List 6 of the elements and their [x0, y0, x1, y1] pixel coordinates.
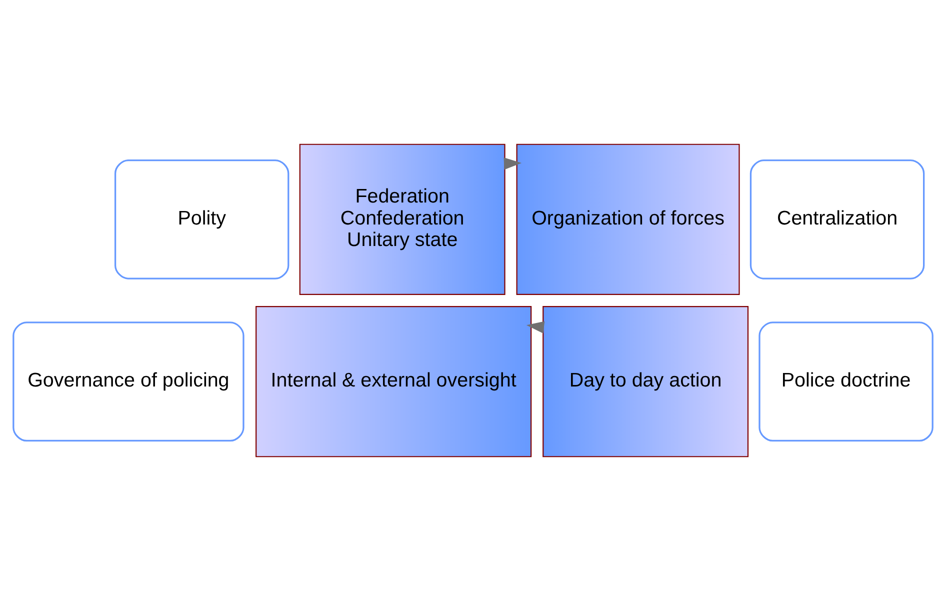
node-box: Centralization — [750, 158, 925, 279]
node-box: Polity — [114, 158, 290, 279]
node-box: Governance of policing — [12, 321, 244, 442]
node-box: Organization of forces — [516, 143, 740, 295]
node-box: Police doctrine — [758, 321, 934, 442]
node-box: Internal & external oversight — [256, 305, 532, 457]
